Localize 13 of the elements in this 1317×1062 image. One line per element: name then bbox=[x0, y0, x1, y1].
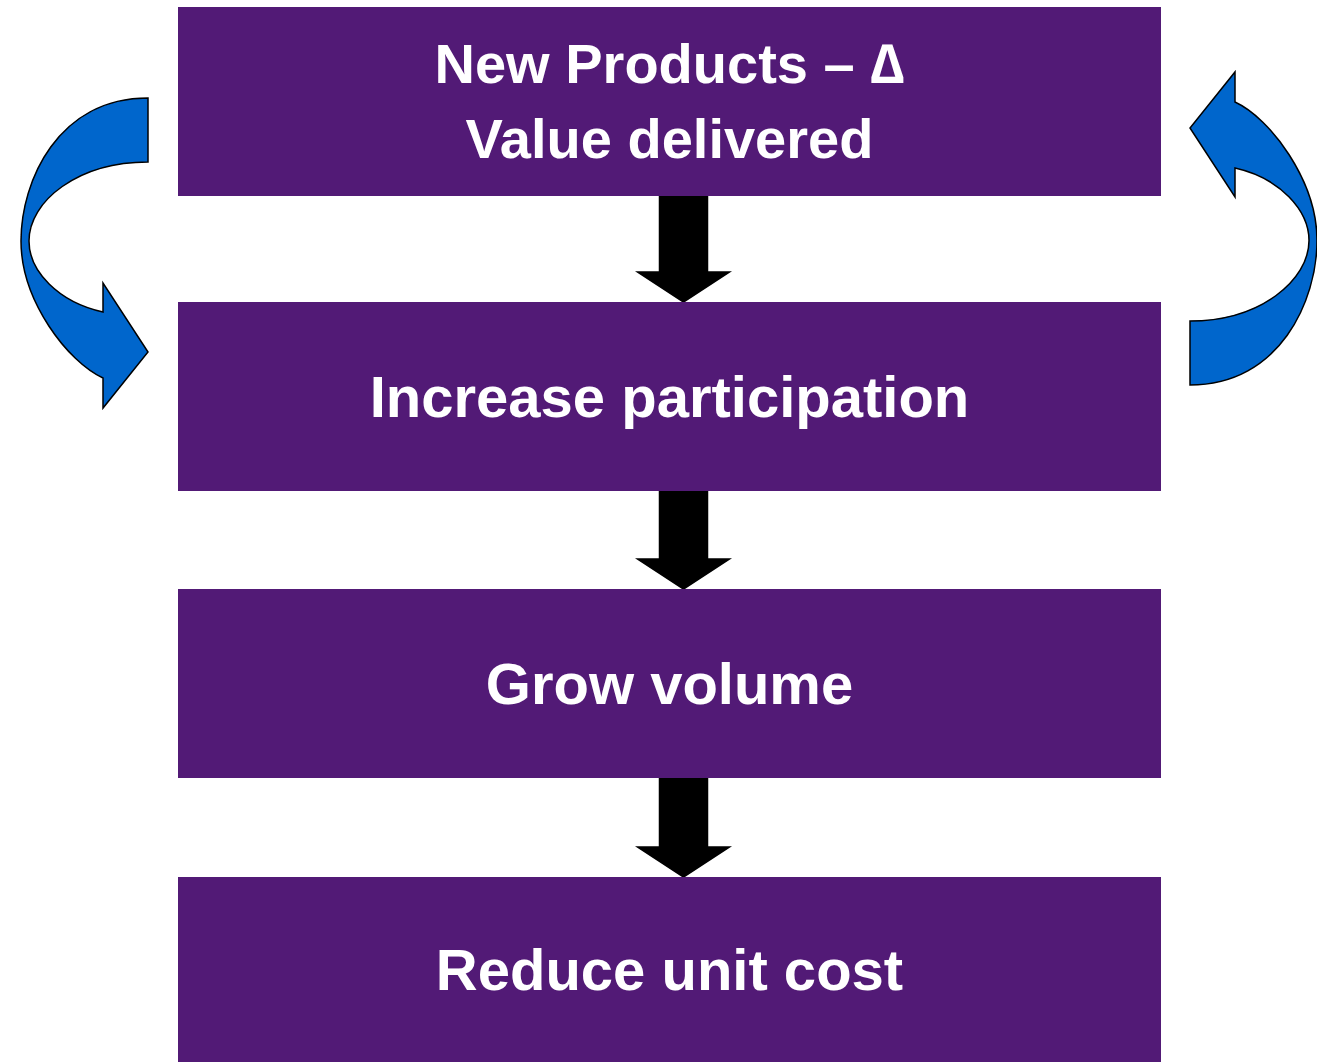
process-box bbox=[178, 7, 1161, 196]
box-label: New Products – ∆ Value delivered bbox=[433, 31, 906, 172]
block-arrow bbox=[634, 777, 733, 878]
block-arrow bbox=[634, 490, 733, 590]
box-label: Grow volume bbox=[485, 649, 854, 718]
box-label: Reduce unit cost bbox=[435, 935, 904, 1004]
process-box bbox=[178, 302, 1161, 491]
box-label: Increase participation bbox=[369, 362, 970, 431]
curved-arrow bbox=[1189, 71, 1317, 386]
process-box bbox=[178, 877, 1161, 1062]
block-arrow bbox=[634, 195, 733, 303]
curved-arrow bbox=[20, 97, 149, 409]
process-box bbox=[178, 589, 1161, 778]
